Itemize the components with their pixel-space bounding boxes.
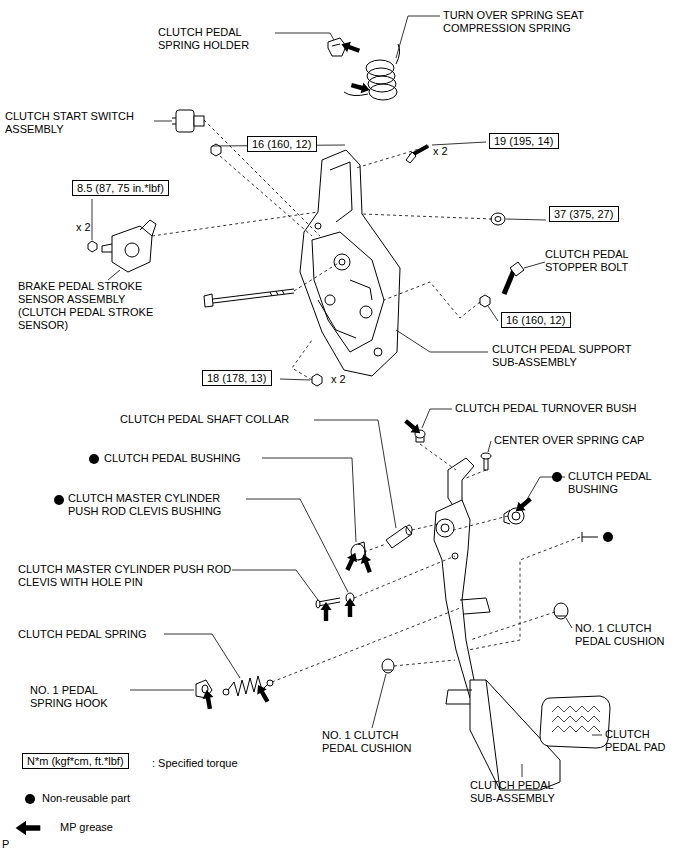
part-name: CLUTCH PEDAL SHAFT COLLAR (120, 413, 289, 425)
bolt (406, 146, 428, 163)
part-label: CLUTCH PEDAL TURNOVER BUSH (455, 402, 637, 415)
part-name: CLUTCH PEDAL STOPPER BOLT (545, 248, 628, 273)
part-name: CLUTCH MASTER CYLINDER PUSH ROD CLEVIS W… (18, 563, 231, 588)
spring-holder-detail (332, 44, 340, 46)
assembly-lines (272, 444, 580, 682)
leader-lines (92, 16, 546, 380)
part-label: CLUTCH PEDAL BUSHING (104, 452, 241, 465)
torque-box: N*m (kgf*cm, ft.*lbf) (22, 753, 129, 769)
part-label: x 2 (76, 221, 91, 234)
part-label: CLUTCH PEDAL SPRING HOLDER (158, 26, 258, 52)
nut (491, 213, 505, 225)
non-reusable-mark (603, 532, 613, 542)
spring-cap (481, 453, 491, 470)
torque-box: 19 (195, 14) (489, 133, 559, 149)
part-label: CLUTCH PEDAL SPRING (18, 628, 147, 641)
torque-box: 18 (178, 13) (202, 370, 272, 386)
part-name: NO. 1 PEDAL SPRING HOOK (30, 684, 108, 709)
legend-text: Non-reusable part (42, 792, 130, 804)
part-label: NO. 1 CLUTCH PEDAL CUSHION (575, 622, 675, 648)
part-label: TURN OVER SPRING SEAT COMPRESSION SPRING (443, 9, 608, 35)
torque-value: N*m (kgf*cm, ft.*lbf) (27, 755, 124, 767)
torque-value: 8.5 (87, 75 in.*lbf) (77, 182, 164, 194)
legend-arrow (16, 821, 41, 835)
spring-holder (328, 38, 346, 56)
parts (88, 38, 524, 386)
part-label: CLUTCH MASTER CYLINDER PUSH ROD CLEVIS B… (68, 492, 248, 518)
shaft-collar (386, 525, 412, 548)
part-name: CLUTCH PEDAL SPRING (18, 628, 147, 640)
legend-entry: : Specified torque (152, 757, 238, 770)
part-name: x 2 (331, 373, 346, 385)
coil-spring (344, 44, 400, 100)
torque-box: 8.5 (87, 75 in.*lbf) (72, 180, 169, 196)
part-label: CENTER OVER SPRING CAP (494, 434, 644, 447)
part-name: CLUTCH PEDAL SUB-ASSEMBLY (470, 779, 555, 804)
part-name: x 2 (76, 221, 91, 233)
part-label: CLUTCH PEDAL SUB-ASSEMBLY (470, 779, 570, 805)
torque-box: 16 (160, 12) (247, 136, 317, 152)
part-label: CLUTCH MASTER CYLINDER PUSH ROD CLEVIS W… (18, 563, 232, 589)
start-switch (172, 110, 204, 132)
nut (312, 374, 322, 386)
part-name: CLUTCH PEDAL SPRING HOLDER (158, 26, 249, 51)
pedal-support (300, 150, 400, 376)
part-name: NO. 1 CLUTCH PEDAL CUSHION (322, 729, 411, 754)
part-name: CLUTCH PEDAL PAD (605, 728, 666, 753)
part-name: TURN OVER SPRING SEAT COMPRESSION SPRING (443, 9, 584, 34)
torque-box: 37 (375, 27) (549, 206, 619, 222)
part-label: CLUTCH PEDAL BUSHING (568, 470, 668, 496)
part-label: x 2 (433, 145, 448, 158)
part-label: x 2 (331, 373, 346, 386)
nut (88, 241, 97, 252)
legend-entry: MP grease (60, 821, 113, 834)
grease-arrow (201, 39, 534, 710)
legend-text: : Specified torque (152, 757, 238, 769)
stroke-sensor (102, 220, 156, 272)
pivot-bolt (204, 289, 294, 307)
torque-box: 16 (160, 12) (501, 312, 571, 328)
part-name: CLUTCH PEDAL SUPPORT SUB-ASSEMBLY (492, 343, 631, 368)
part-name: P (2, 838, 9, 850)
part-label: CLUTCH PEDAL SHAFT COLLAR (120, 413, 289, 426)
part-label: NO. 1 CLUTCH PEDAL CUSHION (322, 729, 422, 755)
clip (582, 532, 598, 542)
assembly-lines (152, 120, 492, 380)
part-label: CLUTCH PEDAL STOPPER BOLT (545, 248, 645, 274)
part-name: CLUTCH PEDAL TURNOVER BUSH (455, 402, 637, 414)
part-name: BRAKE PEDAL STROKE SENSOR ASSEMBLY (CLUT… (18, 280, 153, 331)
part-label: CLUTCH PEDAL PAD (605, 728, 680, 754)
part-name: NO. 1 CLUTCH PEDAL CUSHION (575, 622, 664, 647)
part-name: x 2 (433, 145, 448, 157)
cushion (382, 659, 394, 673)
part-name: CLUTCH PEDAL BUSHING (104, 452, 241, 464)
torque-value: 18 (178, 13) (207, 372, 266, 384)
torque-value: 19 (195, 14) (494, 135, 553, 147)
part-label: CLUTCH PEDAL SUPPORT SUB-ASSEMBLY (492, 343, 652, 369)
part-label: BRAKE PEDAL STROKE SENSOR ASSEMBLY (CLUT… (18, 280, 176, 332)
part-name: CLUTCH START SWITCH ASSEMBLY (5, 110, 134, 135)
part-label: P (2, 838, 9, 851)
torque-value: 16 (160, 12) (506, 314, 565, 326)
torque-value: 16 (160, 12) (252, 138, 311, 150)
part-name: CLUTCH MASTER CYLINDER PUSH ROD CLEVIS B… (68, 492, 221, 517)
part-label: CLUTCH START SWITCH ASSEMBLY (5, 110, 155, 136)
nut (480, 295, 490, 307)
legend-text: MP grease (60, 821, 113, 833)
legend-entry: Non-reusable part (42, 792, 130, 805)
pedal-pad (540, 696, 610, 748)
parts-lower (196, 430, 610, 790)
part-name: CLUTCH PEDAL BUSHING (568, 470, 651, 495)
part-name: CENTER OVER SPRING CAP (494, 434, 644, 446)
stopper-bolt (504, 262, 524, 294)
part-label: NO. 1 PEDAL SPRING HOOK (30, 684, 126, 710)
pedal-spring (223, 676, 273, 696)
cushion (554, 603, 568, 619)
legend-dot (25, 794, 35, 804)
torque-value: 37 (375, 27) (554, 208, 613, 220)
leader-lines (130, 409, 602, 777)
